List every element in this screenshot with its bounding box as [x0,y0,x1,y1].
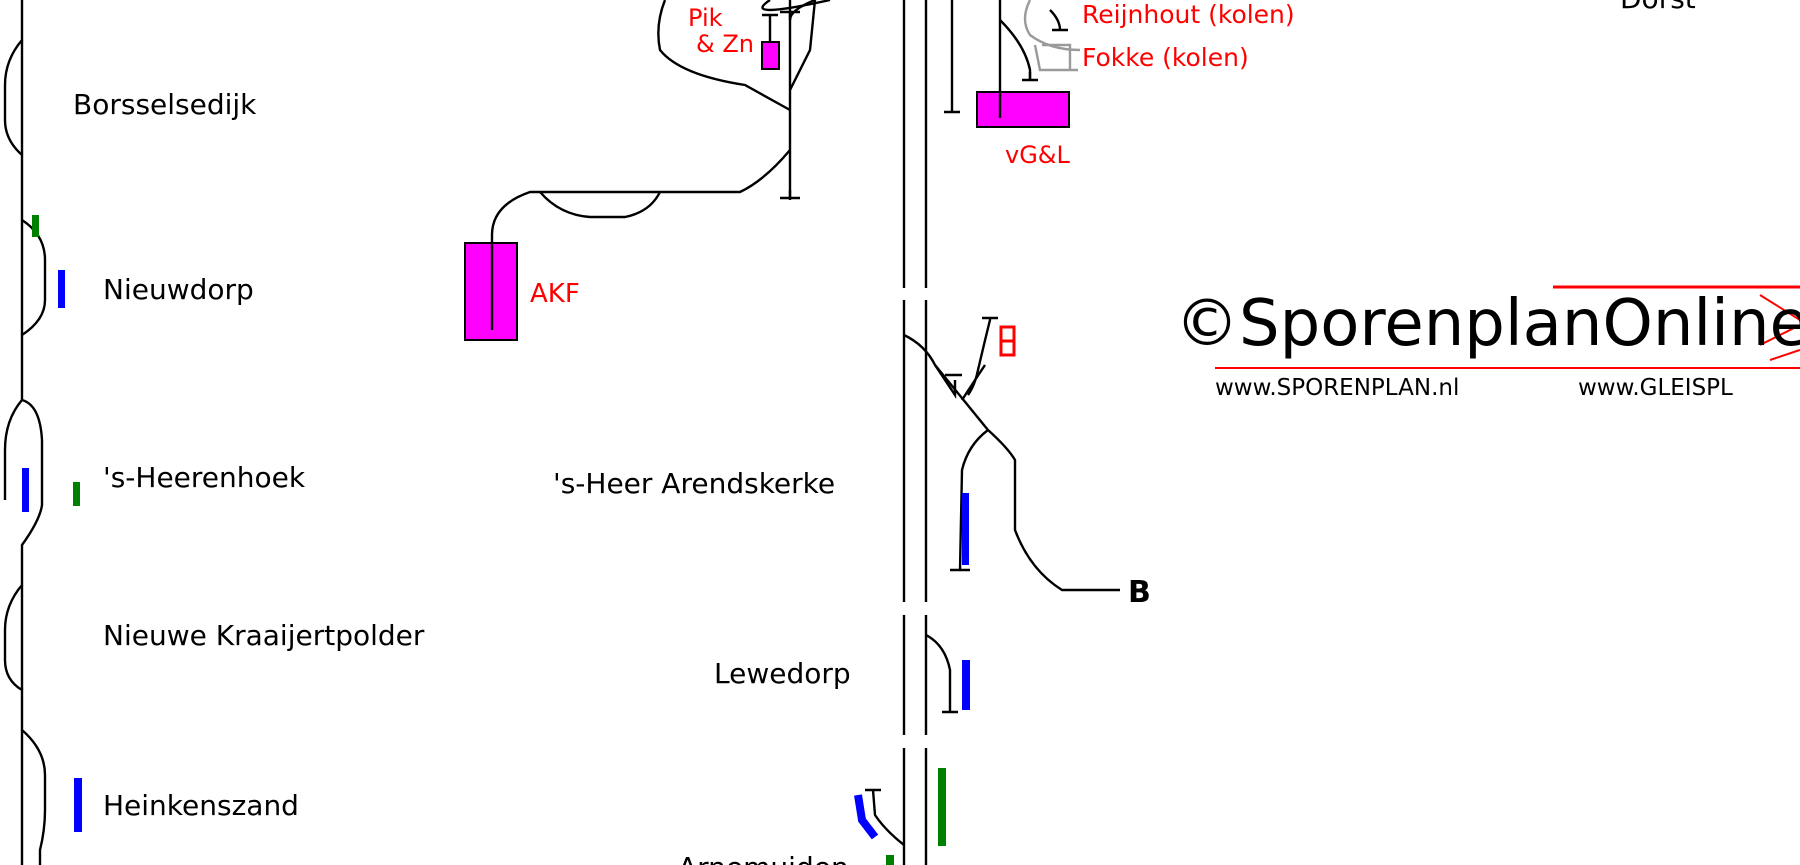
station-nieuwdorp: Nieuwdorp [103,273,254,306]
industry-akf-label: AKF [530,279,580,309]
arnemuiden-tracks [865,788,905,846]
station-lewedorp: Lewedorp [714,657,851,690]
platform-blue [962,660,970,710]
industry-vgl-label: vG&L [1005,141,1071,169]
station-heinkenszand: Heinkenszand [103,789,299,822]
watermark-url-de: www.GLEISPL [1578,375,1733,401]
platform-blue [22,468,29,512]
platform-green [938,768,946,846]
watermark-brand: ©SporenplanOnline [1175,287,1800,361]
industry-vgl [976,91,1070,128]
watermark-url-nl: www.SPORENPLAN.nl [1215,375,1459,401]
arendskerke-tracks [903,316,1120,592]
industry-pik-label-line1: Pik [688,4,723,32]
lewedorp-tracks [925,633,958,714]
platform-green [73,482,80,506]
station-borsselsedijk: Borsselsedijk [73,88,257,121]
industry-pik [761,41,780,70]
platform-blue [58,270,65,308]
station-heerenhoek: 's-Heerenhoek [103,461,306,494]
industry-reijnhout-label: Reijnhout (kolen) [1082,0,1295,29]
left-line-tracks [3,0,47,865]
sporenplan-watermark: ©SporenplanOnline www.SPORENPLAN.nl www.… [1175,285,1800,401]
platform-blue [854,794,879,840]
platform-green [32,215,39,237]
station-nieuwe-kraaijertpolder: Nieuwe Kraaijertpolder [103,619,425,652]
platform-green [886,855,894,865]
station-heer-arendskerke: 's-Heer Arendskerke [553,467,835,500]
platform-blue [74,778,82,832]
platform-blue [962,493,969,565]
industry-fokke-label: Fokke (kolen) [1082,43,1249,72]
route-marker-b: B [1128,575,1151,610]
station-dorst: Dorst [1620,0,1696,15]
main-line-tracks [902,0,928,865]
station-arnemuiden: Arnemuiden [678,851,849,865]
industry-pik-label-line2: & Zn [696,30,754,58]
